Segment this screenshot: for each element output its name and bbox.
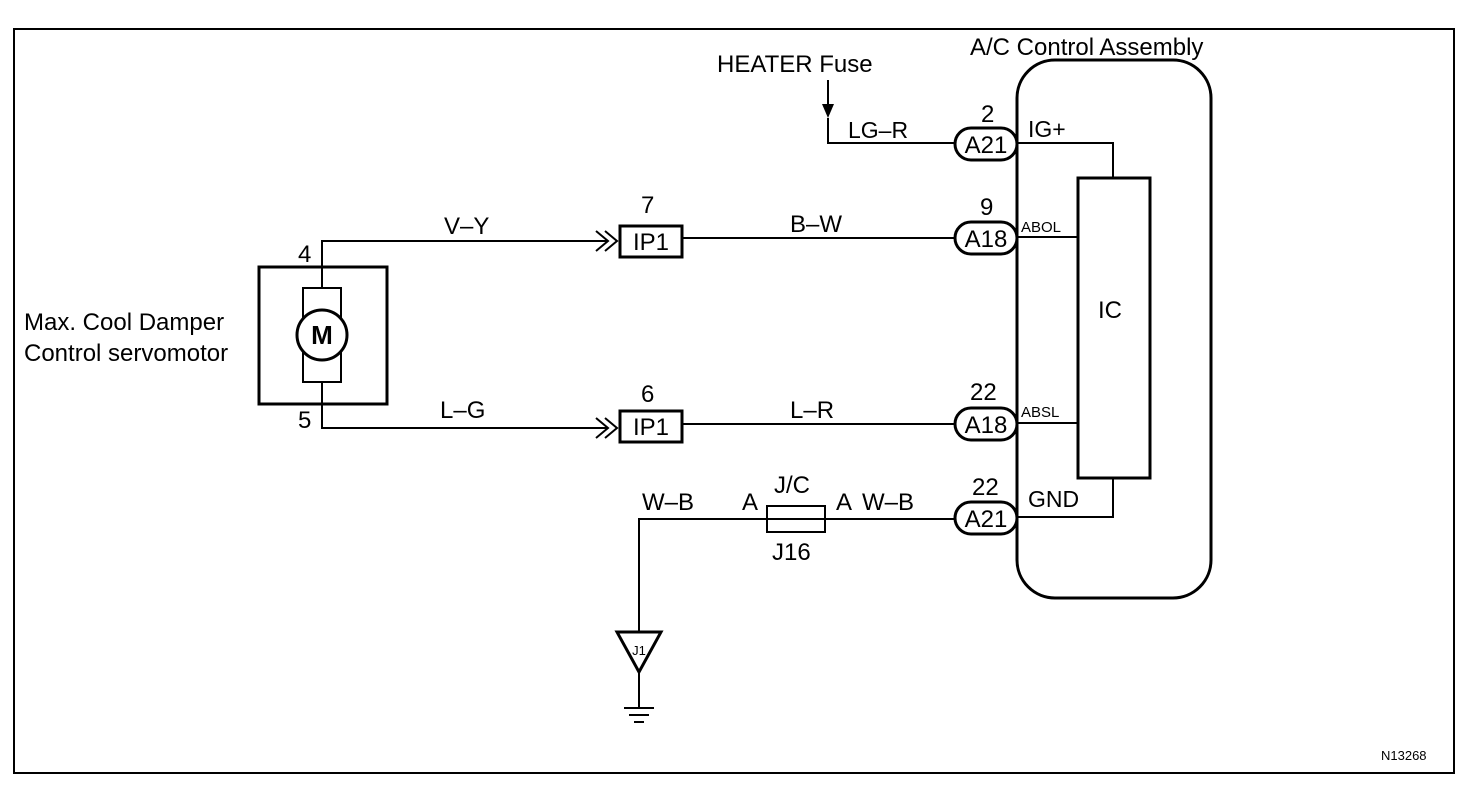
connector-ip1-bottom-name: IP1	[633, 414, 669, 441]
ip1-bottom-male-terminal-icon	[595, 417, 610, 439]
ip1-bottom-female-terminal-icon	[604, 417, 619, 439]
wire-v-y-label: V–Y	[444, 213, 489, 240]
connector-a18-bottom-pin: 22	[970, 379, 997, 406]
connector-a18-top-pin: 9	[980, 194, 993, 221]
connector-ip1-bottom	[618, 409, 684, 444]
figure-code: N13268	[1381, 748, 1427, 763]
fuse-arrow-icon	[822, 104, 834, 118]
v-y-wire	[321, 240, 608, 288]
connector-a21-top-pin: 2	[981, 101, 994, 128]
gnd-internal-wire	[1017, 478, 1114, 518]
servomotor-pin-4: 4	[298, 241, 311, 268]
wire-lg-r-label: LG–R	[848, 117, 908, 143]
junction-right-pin: A	[836, 489, 852, 516]
earth-ground-icon	[624, 707, 654, 723]
servomotor-pin-5: 5	[298, 407, 311, 434]
motor-symbol: M	[311, 320, 333, 350]
connector-a18-bottom-name: A18	[965, 412, 1008, 439]
w-b-wire-left	[638, 518, 767, 632]
servomotor-label-line1: Max. Cool Damper	[24, 309, 224, 336]
heater-fuse-label: HEATER Fuse	[717, 51, 873, 78]
wire-l-r-label: L–R	[790, 397, 834, 424]
ip1-top-male-terminal-icon	[595, 230, 610, 252]
pin-abol-label: ABOL	[1021, 219, 1061, 236]
pin-ig-label: IG+	[1028, 116, 1066, 142]
servomotor-label-line2: Control servomotor	[24, 340, 228, 367]
ac-control-assembly-box	[1015, 58, 1213, 600]
ic-block	[1076, 176, 1152, 480]
wire-l-g-label: L–G	[440, 397, 485, 424]
connector-ip1-top-name: IP1	[633, 229, 669, 256]
ip1-top-female-terminal-icon	[604, 230, 619, 252]
junction-left-pin: A	[742, 489, 758, 516]
ground-point-label: J1	[632, 643, 646, 658]
lg-r-wire	[827, 118, 955, 144]
connector-a21-bottom-name: A21	[965, 506, 1008, 533]
wire-b-w-label: B–W	[790, 211, 842, 238]
junction-top-label: J/C	[774, 472, 810, 499]
ground-point-triangle-icon	[614, 630, 664, 676]
connector-a21-bottom-pin: 22	[972, 474, 999, 501]
pin-absl-label: ABSL	[1021, 404, 1059, 421]
connector-ip1-top	[618, 224, 684, 259]
ic-label: IC	[1098, 297, 1122, 324]
motor-icon	[295, 308, 349, 362]
connector-a21-top	[953, 126, 1019, 162]
l-g-wire	[321, 382, 608, 429]
wire-w-b-left-label: W–B	[642, 489, 694, 516]
connector-ip1-bottom-pin: 6	[641, 381, 654, 408]
ac-assembly-title: A/C Control Assembly	[970, 34, 1203, 61]
junction-bottom-label: J16	[772, 539, 811, 566]
connector-a18-top-name: A18	[965, 226, 1008, 253]
pin-gnd-label: GND	[1028, 486, 1079, 512]
connector-ip1-top-pin: 7	[641, 192, 654, 219]
diagram-border	[13, 28, 1455, 774]
wire-w-b-right-label: W–B	[862, 489, 914, 516]
ig-internal-wire	[1017, 142, 1114, 178]
connector-a21-top-name: A21	[965, 132, 1008, 159]
